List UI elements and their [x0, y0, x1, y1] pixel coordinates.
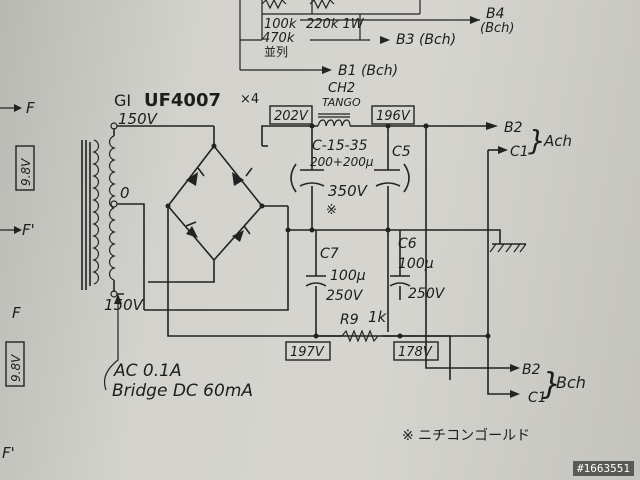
c6-name: C6	[398, 236, 417, 252]
voltage-178v: 178V	[398, 345, 433, 360]
cap-main-voltage: 350V	[328, 182, 369, 200]
margin-f2: F'	[22, 221, 35, 239]
r9-label: R9	[340, 312, 359, 328]
capacitor-c7: C7 100μ 250V	[305, 230, 366, 339]
output-wiring	[400, 123, 520, 398]
top-parallel-label: 並列	[264, 45, 288, 59]
cap-main-label: C-15-35	[312, 138, 368, 154]
footnote: ※ ニチコンゴールド	[402, 427, 530, 444]
margin-voltage-1: 9.8V	[19, 158, 33, 186]
margin-f3: F	[12, 304, 21, 322]
top-r2-label: 470k	[262, 31, 295, 46]
bch-b2-label: B2	[522, 362, 541, 378]
diode-4	[232, 225, 251, 242]
r9-value: 1k	[368, 308, 388, 326]
b4-label: B4	[486, 6, 505, 22]
capacitor-c6: C6 100μ 250V	[389, 230, 446, 302]
voltage-202v: 202V	[274, 109, 309, 124]
choke-name: CH2	[328, 81, 355, 96]
ach-b2-label: B2	[504, 120, 523, 136]
ach-label: Ach	[543, 132, 572, 150]
ground-rail	[144, 206, 527, 311]
voltage-196v: 196V	[376, 109, 411, 124]
choke-brand: TANGO	[322, 96, 361, 109]
c6-voltage: 250V	[408, 286, 446, 302]
diode-2	[232, 167, 253, 186]
left-margin: F F' F F' 9.8V 9.8V	[0, 99, 35, 462]
margin-f1: F	[26, 99, 35, 117]
rectifier-prefix: GI	[114, 91, 131, 110]
margin-f4: F'	[2, 444, 15, 462]
top-r3-label: 220k 1W	[306, 17, 365, 32]
ach-c1-label: C1	[510, 144, 529, 160]
ach-brace: }	[528, 124, 546, 157]
watermark: #1663551	[573, 461, 634, 476]
top-r1-label: 100k	[264, 17, 297, 32]
cap-main-mark: ※	[326, 203, 337, 218]
b1-label: B1 (Bch)	[338, 63, 398, 79]
c7-value: 100μ	[330, 268, 366, 284]
output-labels: B2 C1 } Ach B2 C1 } Bch	[504, 120, 586, 406]
top-circuit: 100k 470k 並列 220k 1W B4 (Bch) B3 (Bch) B…	[239, 0, 514, 79]
diode-count: ×4	[240, 92, 259, 107]
b4-channel-label: (Bch)	[480, 21, 514, 36]
bch-c1-label: C1	[528, 390, 547, 406]
rectifier-title: GI UF4007 ×4	[114, 90, 259, 111]
b3-label: B3 (Bch)	[396, 32, 456, 48]
capacitor-c15-35: C-15-35 200+200μ C5 350V ※	[290, 126, 411, 332]
bch-brace: }	[542, 367, 561, 402]
cap-c5-label: C5	[392, 144, 411, 160]
margin-voltage-2: 9.8V	[9, 354, 23, 382]
power-transformer: 150V 0 150V	[81, 110, 214, 314]
diode-part-number: UF4007	[144, 90, 221, 111]
diode-3	[185, 221, 198, 238]
ac-note-line1: AC 0.1A	[113, 361, 182, 381]
bch-label: Bch	[556, 373, 586, 392]
tap-150v-bottom: 150V	[104, 296, 145, 314]
c7-name: C7	[320, 246, 339, 262]
cap-main-value: 200+200μ	[310, 155, 374, 169]
ac-note-line2: Bridge DC 60mA	[112, 381, 253, 401]
b-plus-rail: 202V 196V CH2 TANGO	[261, 81, 498, 147]
tap-zero: 0	[120, 184, 130, 202]
ac-note: AC 0.1A Bridge DC 60mA	[103, 294, 253, 401]
voltage-197v: 197V	[290, 345, 325, 360]
tap-150v-top: 150V	[118, 110, 159, 128]
c6-value: 100μ	[398, 256, 434, 272]
resistor-r9: R9 1k 197V 178V	[285, 308, 439, 361]
c7-voltage: 250V	[326, 288, 364, 304]
diode-1	[186, 167, 205, 186]
bridge-rectifier	[148, 126, 488, 337]
